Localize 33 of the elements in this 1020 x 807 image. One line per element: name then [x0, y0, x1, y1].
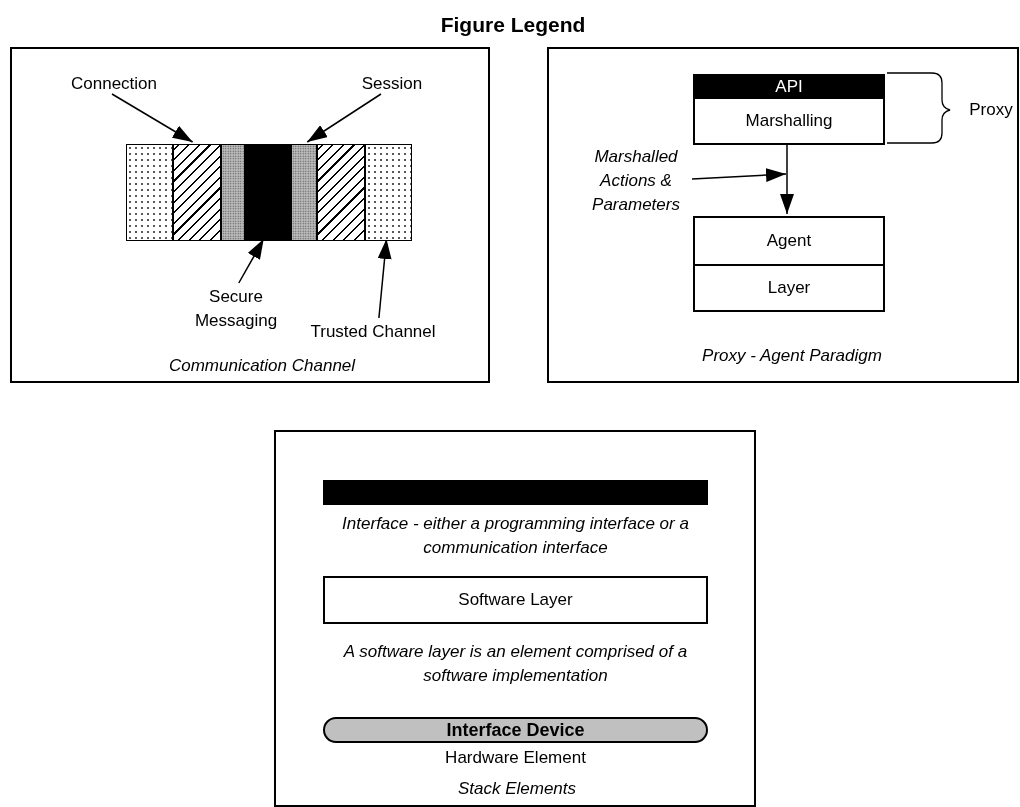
panel-frame	[10, 47, 490, 383]
callout-label: Session	[347, 72, 437, 96]
callout-label: Connection	[58, 72, 170, 96]
solid-stripe	[245, 144, 291, 241]
layer-box: Software Layer	[323, 576, 708, 624]
layer-box: Layer	[693, 264, 885, 312]
layer-box: Agent	[693, 216, 885, 266]
description-text: Hardware Element	[444, 747, 587, 769]
panel-caption: Communication Channel	[167, 355, 357, 377]
dotted-stripe	[365, 144, 412, 241]
dotted-stripe	[126, 144, 173, 241]
arrow	[111, 93, 194, 143]
hatched-stripe	[173, 144, 221, 241]
description-text: Interface - either a programming interface or a communication interface	[341, 513, 690, 559]
callout-label: Secure Messaging	[188, 285, 284, 333]
panel-caption: Stack Elements	[456, 778, 578, 800]
hatched-stripe	[317, 144, 365, 241]
panel-frame	[547, 47, 1019, 383]
stippled-stripe	[291, 144, 317, 241]
arrow-label: Marshalled Actions & Parameters	[578, 145, 694, 217]
interface-bar	[323, 480, 708, 505]
panel-caption: Proxy - Agent Paradigm	[701, 345, 883, 367]
leader-arrow	[691, 168, 787, 183]
arrow	[306, 93, 382, 143]
description-text: A software layer is an element comprised of a software implementation	[342, 641, 689, 687]
panel-frame	[274, 430, 756, 807]
callout-label: Trusted Channel	[294, 320, 452, 344]
interface-bar: API	[693, 74, 885, 99]
bracket-label: Proxy	[966, 98, 1016, 122]
stippled-stripe	[221, 144, 245, 241]
figure-title: Figure Legend	[439, 12, 587, 38]
layer-box: Marshalling	[693, 97, 885, 145]
device-pill: Interface Device	[323, 717, 708, 743]
